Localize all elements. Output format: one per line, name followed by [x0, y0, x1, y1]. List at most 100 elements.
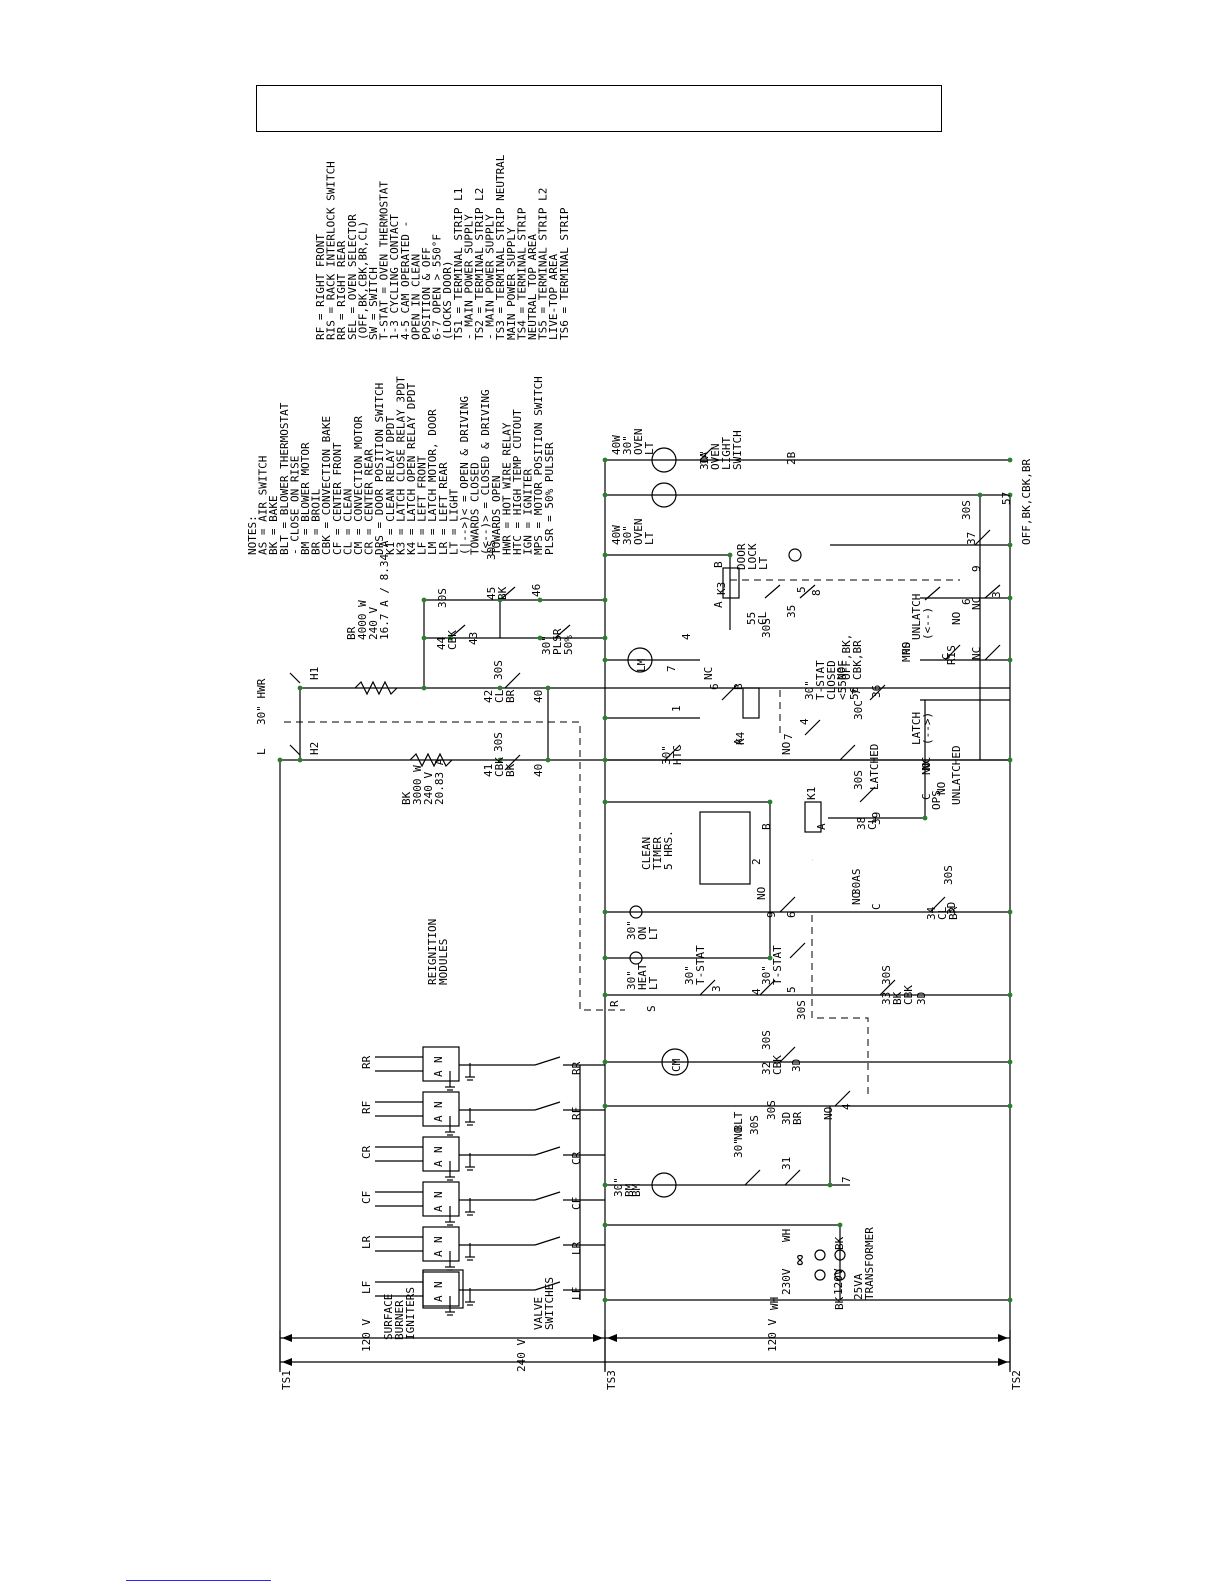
pin-n-0-line: N — [432, 1281, 445, 1288]
label-no-8-line: NO — [935, 782, 948, 795]
legend-col2-line: (OFF,BK,CBK,BR,CL) — [356, 221, 369, 340]
label-num-0-line: 1 — [670, 705, 683, 712]
legend-col1-line: LR = LEFT REAR — [437, 462, 450, 555]
label-num-16-line: 3 — [990, 591, 1003, 598]
label-a-1: A — [815, 823, 828, 830]
valve-label-cr-line: CR — [570, 1151, 583, 1165]
label-oven-lt-right-line: 40W — [610, 435, 623, 455]
legend-col1-line-line: NOTES: — [246, 515, 259, 555]
junction-dot — [545, 757, 551, 763]
power-rails — [279, 460, 1011, 1370]
legend-col1-line: K1 = CLEAN RELAY DPDT — [384, 416, 397, 555]
label-c3d2-line: 3D — [945, 902, 958, 915]
igniter-label-rf: RF — [360, 1101, 373, 1114]
label-nc-1-line: NC — [920, 757, 933, 770]
label-num-13: 4 — [840, 1103, 853, 1110]
switch-contact-17 — [789, 942, 806, 959]
label-a-0-line: A — [732, 738, 745, 745]
label-surface-igniters-line: BURNER — [393, 1300, 406, 1340]
junction-dot — [977, 492, 983, 498]
label-broil-element-line: BR — [345, 626, 358, 640]
label-c42-line: BR — [504, 689, 517, 703]
label-c39-line: 39 — [870, 812, 883, 825]
clean-timer-box — [699, 811, 751, 885]
label-no-4: NO — [835, 667, 848, 680]
legend-col2-line: TS3 = TERMINAL STRIP NEUTRAL — [494, 154, 507, 340]
switch-contact-8 — [879, 979, 896, 996]
junction-dot — [1007, 492, 1013, 498]
junction-dot — [1007, 1297, 1013, 1303]
switch-contact-24 — [984, 644, 1001, 661]
label-30s-5-line: 30S — [942, 865, 955, 885]
label-c3d4-line: 3D — [780, 1112, 793, 1125]
legend-col1-line: CL = CLEAN — [341, 489, 354, 555]
pin-n-4-line: N — [432, 1101, 445, 1108]
label-num-5-line: 6 — [785, 911, 798, 918]
pin-a-2: A — [432, 1205, 445, 1212]
label-latched-line: LATCHED — [868, 744, 881, 790]
legend-col2-line: RIS = RACK INTERLOCK SWITCH — [325, 161, 338, 340]
junction-dot — [602, 1103, 608, 1109]
label-c45-line: 45 — [485, 587, 498, 600]
legend-col1-line-line: CM = CONVECTION MOTOR — [352, 416, 365, 555]
label-no-1-line: NO — [850, 892, 863, 905]
label-v240-line: 240 V — [515, 1339, 528, 1372]
label-oven-lt-right-line: LT — [643, 441, 656, 455]
label-no-4-line: NO — [835, 667, 848, 680]
junction-dot — [602, 1059, 608, 1065]
label-no-0-line: NO — [755, 887, 768, 900]
label-c31: 31 — [780, 1157, 793, 1170]
label-offbk: OFF,BK,CBK,BR — [1020, 459, 1033, 545]
label-230v-line: 230V — [780, 1268, 793, 1295]
label-c37-line: 37 — [965, 532, 978, 545]
igniter-label-cf-line: CF — [360, 1191, 373, 1204]
label-reignition-modules-line: MODULES — [437, 939, 450, 985]
legend-col2-line: RR = RIGHT REAR — [335, 240, 348, 340]
switch-contact-12 — [784, 1169, 801, 1186]
label-r-line: R — [608, 1000, 621, 1007]
legend-col2-line-line: POSITION & OFF — [420, 247, 433, 340]
legend-col1-line: LT = LIGHT — [447, 488, 460, 555]
valve-label-rf: RF — [570, 1107, 583, 1120]
label-30s-10-line: 30S — [748, 1115, 761, 1135]
label-num-7-line: 8 — [810, 589, 823, 596]
label-num-3: 4 — [750, 988, 763, 995]
junction-dot — [297, 685, 303, 691]
label-tstat-b-line: 30" — [760, 965, 773, 985]
label-oven-lt-left-line: LT — [643, 531, 656, 545]
label-c56: 56 — [848, 687, 861, 700]
oven-lamp-left — [651, 482, 677, 508]
label-ops: OPS — [930, 790, 943, 810]
label-ts3: TS3 — [605, 1370, 618, 1390]
label-offbk-line: OFF,BK,CBK,BR — [1020, 459, 1033, 545]
label-no-1: NO — [850, 892, 863, 905]
legend-col2-line: OPEN IN CLEAN — [409, 254, 422, 340]
label-num-16: 3 — [990, 591, 1003, 598]
legend-col1-line-line: CL = CLEAN — [341, 489, 354, 555]
label-broil-element-line: 16.7 A / 8.34 A — [378, 540, 391, 640]
label-num-11: 7 — [782, 733, 795, 740]
legend-col1-line-line: MPS = MOTOR POSITION SWITCH — [532, 376, 545, 555]
switch-contact-19 — [759, 979, 776, 996]
switch-contact-29 — [804, 719, 821, 736]
legend-col2-line: 1-3 CYCLING CONTACT — [388, 214, 401, 340]
label-no-7: NO — [780, 742, 793, 755]
valve-label-lf: LF — [570, 1287, 583, 1300]
pin-a-0: A — [432, 1295, 445, 1302]
label-bm: BM — [630, 1183, 643, 1197]
label-nc-1: NC — [920, 757, 933, 770]
label-30as-line: 30AS — [850, 869, 863, 896]
label-num-18-line: 7 — [665, 665, 678, 672]
broil-element-resistor — [354, 680, 398, 696]
legend-col2-line-line: TS3 = TERMINAL STRIP NEUTRAL — [494, 154, 507, 340]
label-tstat-a-line: T-STAT — [694, 945, 707, 985]
label-oven-lt-left-line: 40W — [610, 525, 623, 545]
label-offbk2-line: OFF,BK, — [840, 634, 853, 680]
